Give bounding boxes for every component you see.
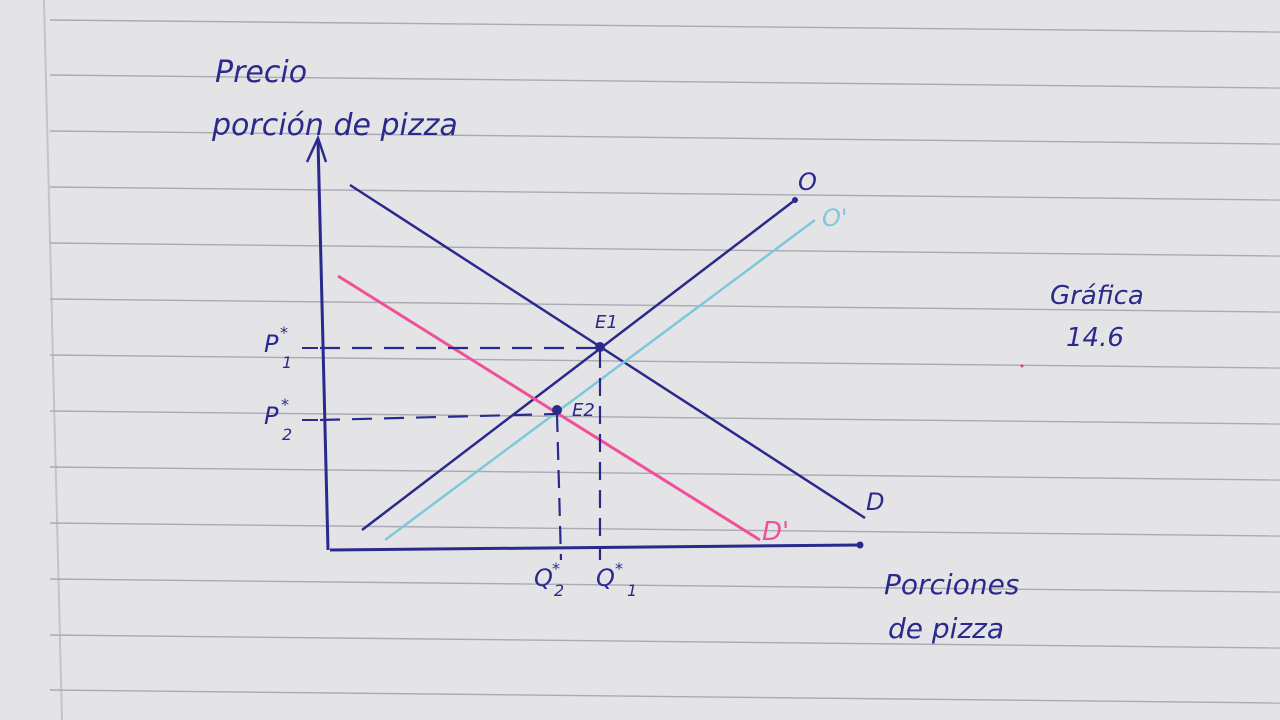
demand-line [349, 183, 866, 520]
demand-label: D [866, 488, 884, 516]
supply-line [361, 199, 796, 531]
svg-text:*: * [280, 323, 288, 342]
figure-note-line2: 14.6 [1066, 323, 1124, 353]
x-axis-title-line1: Porciones [884, 568, 1019, 601]
x-axis-end [856, 541, 864, 549]
ink-dot [1020, 364, 1024, 368]
x-axis [329, 543, 861, 552]
supply-label: O [798, 168, 817, 196]
y-axis [316, 139, 330, 551]
svg-text:*: * [615, 559, 623, 578]
e2-label: E2 [572, 400, 595, 421]
y-axis-title-line2: porción de pizza [211, 108, 458, 143]
equilibrium-point-e1 [595, 342, 605, 352]
demand-shifted-line [337, 274, 761, 542]
svg-text:Q: Q [596, 564, 615, 592]
demand-shifted-label: D' [762, 517, 789, 547]
x-axis-title-line2: de pizza [888, 612, 1004, 645]
svg-text:*: * [552, 559, 560, 578]
e1-label: E1 [595, 312, 618, 333]
y-axis-arrowhead [305, 134, 328, 163]
q2-dashed-line [555, 413, 563, 561]
supply-shifted-label: O' [822, 204, 848, 232]
ruled-lines [49, 19, 1280, 704]
y-tick-p1: P * 1 [264, 323, 318, 372]
svg-text:P: P [264, 330, 279, 358]
svg-text:*: * [281, 395, 289, 414]
svg-text:2: 2 [282, 425, 292, 444]
svg-text:Q: Q [534, 564, 553, 592]
p2-dashed-line [319, 412, 557, 422]
y-tick-p2: P * 2 [264, 395, 318, 444]
svg-text:P: P [264, 402, 279, 430]
svg-text:1: 1 [627, 581, 637, 600]
margin-line [43, 0, 63, 720]
figure-note-line1: Gráfica [1050, 281, 1144, 311]
y-axis-title-line1: Precio [215, 55, 307, 90]
svg-text:2: 2 [554, 581, 564, 600]
x-tick-q1: Q * 1 [596, 559, 637, 600]
equilibrium-point-e2 [552, 405, 562, 415]
supply-line-end [792, 197, 798, 203]
svg-text:1: 1 [282, 353, 292, 372]
x-tick-q2: Q * 2 [534, 559, 564, 600]
